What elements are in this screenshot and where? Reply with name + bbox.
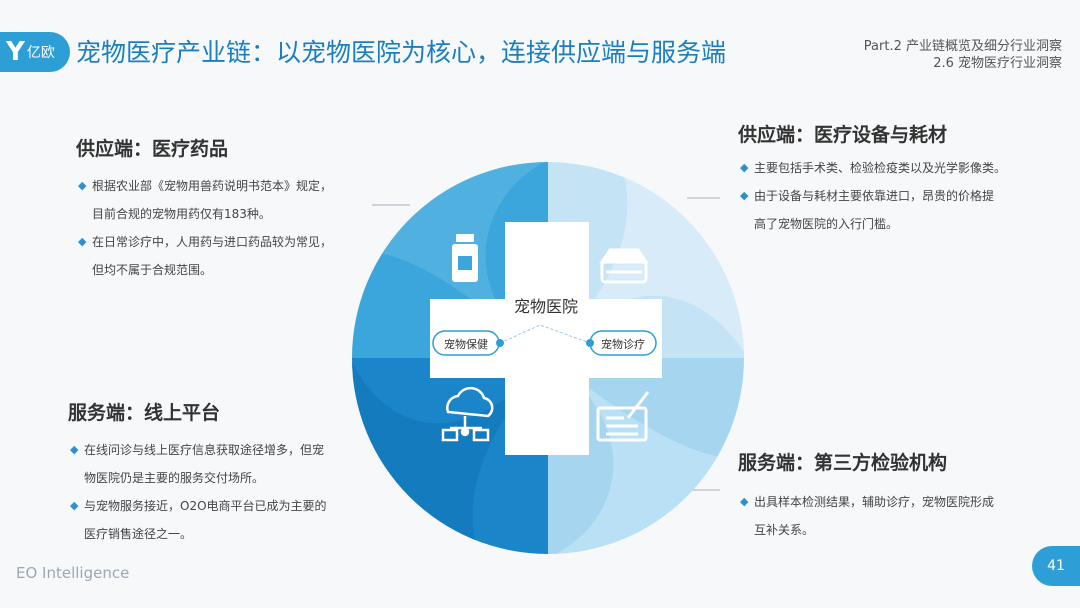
list-item: ◆在线问诊与线上医疗信息获取途径增多，但宠物医院仍是主要的服务交付场所。 [70, 436, 327, 492]
list-supply-medicine: ◆根据农业部《宠物用兽药说明书范本》规定，目前合规的宠物用药仅有183种。 ◆在… [78, 172, 332, 284]
diamond-bullet-icon: ◆ [78, 179, 87, 192]
diamond-bullet-icon: ◆ [740, 189, 749, 202]
logo-mark-icon: Y [6, 37, 25, 67]
heading-supply-equipment: 供应端：医疗设备与耗材 [738, 124, 948, 146]
list-service-online: ◆在线问诊与线上医疗信息获取途径增多，但宠物医院仍是主要的服务交付场所。 ◆与宠… [70, 436, 327, 548]
footer-brand: EO Intelligence [16, 564, 130, 582]
list-item: ◆与宠物服务接近，O2O电商平台已成为主要的医疗销售途径之一。 [70, 492, 327, 548]
logo-text: 亿欧 [26, 45, 55, 61]
logo: Y 亿欧 [0, 32, 70, 72]
tag-dot-left [496, 339, 504, 347]
list-item: ◆在日常诊疗中，人用药与进口药品较为常见，但均不属于合规范围。 [78, 228, 332, 284]
page-number: 41 [1032, 546, 1080, 586]
section-indicator: Part.2 产业链概览及细分行业洞察 2.6 宠物医疗行业洞察 [864, 38, 1062, 72]
tag-pet-treatment-label: 宠物诊疗 [601, 337, 645, 351]
part-line-1: Part.2 产业链概览及细分行业洞察 [863, 39, 1062, 54]
heading-supply-medicine: 供应端：医疗药品 [76, 138, 229, 160]
page-title: 宠物医疗产业链：以宠物医院为核心，连接供应端与服务端 [76, 38, 727, 67]
diamond-bullet-icon: ◆ [740, 161, 749, 174]
heading-service-online: 服务端：线上平台 [68, 402, 221, 424]
form-document-icon [596, 391, 650, 442]
list-item: ◆根据农业部《宠物用兽药说明书范本》规定，目前合规的宠物用药仅有183种。 [78, 172, 332, 228]
diamond-bullet-icon: ◆ [78, 235, 87, 248]
list-service-lab: ◆出具样本检测结果，辅助诊疗，宠物医院形成互补关系。 [740, 488, 994, 544]
medical-device-icon [599, 248, 649, 284]
part-line-2: 2.6 宠物医疗行业洞察 [933, 56, 1062, 71]
list-item: ◆主要包括手术类、检验检疫类以及光学影像类。 [740, 154, 1006, 182]
cloud-network-icon [441, 386, 494, 442]
heading-service-lab: 服务端：第三方检验机构 [738, 452, 948, 474]
tag-dot-right [586, 339, 594, 347]
center-label: 宠物医院 [514, 297, 578, 316]
list-item: ◆出具样本检测结果，辅助诊疗，宠物医院形成互补关系。 [740, 488, 994, 544]
diamond-bullet-icon: ◆ [70, 499, 79, 512]
list-item: ◆由于设备与耗材主要依靠进口，昂贵的价格提高了宠物医院的入行门槛。 [740, 182, 1006, 238]
tag-pet-care-label: 宠物保健 [444, 337, 488, 351]
list-supply-equipment: ◆主要包括手术类、检验检疫类以及光学影像类。 ◆由于设备与耗材主要依靠进口，昂贵… [740, 154, 1006, 238]
diamond-bullet-icon: ◆ [70, 443, 79, 456]
medicine-bottle-icon [452, 234, 478, 282]
diamond-bullet-icon: ◆ [740, 495, 749, 508]
